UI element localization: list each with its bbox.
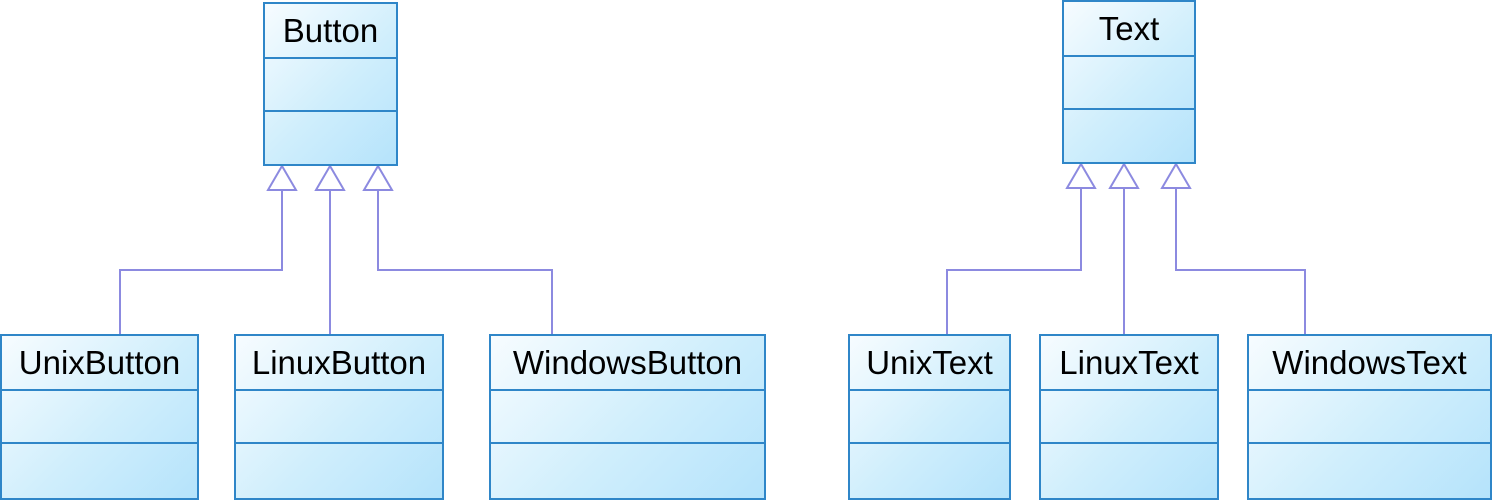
arrowhead-windowstext: [1160, 162, 1192, 189]
arrowhead-linuxbutton: [314, 164, 346, 191]
class-name: LinuxButton: [236, 336, 442, 391]
class-methods: [1249, 444, 1490, 497]
connector-windowstext-text: [1175, 188, 1306, 334]
class-name: Text: [1064, 2, 1194, 57]
class-name: WindowsButton: [491, 336, 764, 391]
connector-unixbutton-button: [119, 190, 283, 334]
class-name: UnixText: [850, 336, 1009, 391]
arrowhead-windowsbutton: [362, 164, 394, 191]
class-attributes: [1041, 391, 1217, 444]
class-name: LinuxText: [1041, 336, 1217, 391]
class-methods: [265, 112, 396, 165]
class-windowstext[interactable]: WindowsText: [1247, 334, 1492, 500]
class-unixtext[interactable]: UnixText: [848, 334, 1011, 500]
class-attributes: [1249, 391, 1490, 444]
class-attributes: [491, 391, 764, 444]
class-windowsbutton[interactable]: WindowsButton: [489, 334, 766, 500]
class-linuxtext[interactable]: LinuxText: [1039, 334, 1219, 500]
class-methods: [2, 444, 197, 497]
arrowhead-linuxtext: [1108, 162, 1140, 189]
class-attributes: [265, 59, 396, 112]
class-methods: [1041, 444, 1217, 497]
class-methods: [491, 444, 764, 497]
class-methods: [236, 444, 442, 497]
class-name: UnixButton: [2, 336, 197, 391]
arrowhead-unixbutton: [266, 164, 298, 191]
connector-windowsbutton-button: [377, 190, 553, 334]
class-button[interactable]: Button: [263, 2, 398, 166]
class-attributes: [236, 391, 442, 444]
class-name: WindowsText: [1249, 336, 1490, 391]
class-methods: [850, 444, 1009, 497]
class-linuxbutton[interactable]: LinuxButton: [234, 334, 444, 500]
class-attributes: [850, 391, 1009, 444]
arrowhead-unixtext: [1065, 162, 1097, 189]
class-name: Button: [265, 4, 396, 59]
class-methods: [1064, 110, 1194, 163]
class-text[interactable]: Text: [1062, 0, 1196, 164]
class-unixbutton[interactable]: UnixButton: [0, 334, 199, 500]
connector-unixtext-text: [946, 188, 1082, 334]
class-attributes: [2, 391, 197, 444]
class-attributes: [1064, 57, 1194, 110]
